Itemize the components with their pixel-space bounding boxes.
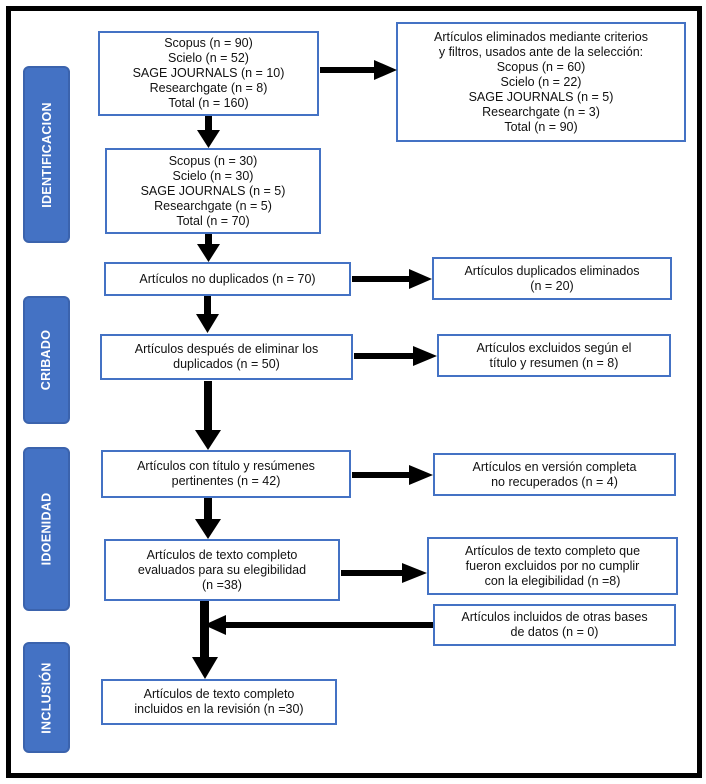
box-line: pertinentes (n = 42) (171, 474, 281, 488)
box-line: Artículos de texto completo (143, 687, 295, 701)
arrow-down (195, 381, 221, 450)
box-line: Scielo (n = 30) (172, 168, 254, 183)
box-line: SAGE JOURNALS (n = 5) (468, 89, 614, 104)
box-line: no recuperados (n = 4) (491, 474, 618, 489)
arrow-down (196, 296, 219, 333)
box-line: (n =38) (202, 577, 242, 592)
arrow-left (204, 615, 433, 635)
box-selected-sources: Scopus (n = 30) Scielo (n = 30) SAGE JOU… (105, 148, 321, 234)
box-line: Artículos de texto completo que (464, 543, 641, 558)
box-excluded-title: Artículos excluidos según el título y re… (437, 334, 671, 377)
box-line: Artículos incluidos de otras bases (461, 610, 648, 624)
box-line: Artículos con título y resúmenes (137, 459, 315, 473)
box-line: con la elegibilidad (n =8) (484, 573, 621, 588)
arrow-right (352, 465, 433, 485)
box-line: Artículos no duplicados (n = 70) (139, 271, 316, 286)
box-line: Scopus (n = 30) (168, 153, 258, 168)
phase-idoenidad: IDOENIDAD (23, 447, 70, 611)
box-line: Total (n = 90) (504, 119, 578, 134)
box-excluded-eligibility: Artículos de texto completo que fueron e… (427, 537, 678, 595)
box-line: título y resumen (n = 8) (489, 355, 619, 370)
arrow-down (197, 116, 220, 148)
box-line: Scielo (n = 22) (500, 74, 582, 89)
box-line: Scopus (n = 60) (496, 59, 586, 74)
box-relevant: Artículos con título y resúmenes pertine… (101, 450, 351, 498)
phase-inclusion: INCLUSIÓN (23, 642, 70, 753)
box-line: Artículos de texto completo (146, 547, 298, 562)
box-line: SAGE JOURNALS (n = 5) (140, 183, 286, 198)
box-line: de datos (n = 0) (510, 625, 599, 639)
box-line: Artículos después de eliminar los (134, 342, 319, 356)
box-line: Total (n = 160) (168, 96, 249, 110)
box-line: Researchgate (n = 5) (154, 198, 272, 213)
box-line: SAGE JOURNALS (n = 10) (132, 66, 285, 80)
arrow-down (192, 601, 218, 679)
arrow-right (341, 563, 427, 583)
box-line: duplicados (n = 50) (173, 357, 280, 371)
box-line: Artículos en versión completa (472, 459, 637, 474)
box-line: Artículos excluidos según el (476, 340, 632, 355)
box-line: Artículos duplicados eliminados (464, 263, 640, 278)
arrow-right (354, 346, 437, 366)
arrow-down (195, 498, 221, 539)
box-line: Researchgate (n = 8) (149, 81, 268, 95)
arrow-right (320, 60, 397, 80)
box-other-sources: Artículos incluidos de otras bases de da… (433, 604, 676, 646)
phase-identificacion: IDENTIFICACION (23, 66, 70, 243)
box-non-duplicates: Artículos no duplicados (n = 70) (104, 262, 351, 296)
box-line: Artículos eliminados mediante criterios (434, 29, 648, 44)
box-included: Artículos de texto completo incluidos en… (101, 679, 337, 725)
box-not-retrieved: Artículos en versión completa no recuper… (433, 453, 676, 496)
box-removed-by-filters: Artículos eliminados mediante criterios … (396, 22, 686, 142)
box-line: Researchgate (n = 3) (482, 104, 600, 119)
box-evaluated: Artículos de texto completo evaluados pa… (104, 539, 340, 601)
box-line: fueron excluidos por no cumplir (465, 558, 640, 573)
phase-cribado: CRIBADO (23, 296, 70, 424)
arrow-right (352, 269, 432, 289)
box-line: y filtros, usados ante de la selección: (438, 44, 644, 59)
box-after-dedup: Artículos después de eliminar los duplic… (100, 334, 353, 380)
box-line: Total (n = 70) (176, 213, 250, 228)
box-line: incluidos en la revisión (n =30) (134, 702, 304, 716)
box-line: Scopus (n = 90) (164, 36, 253, 50)
arrow-down (197, 234, 220, 262)
box-duplicates-removed: Artículos duplicados eliminados (n = 20) (432, 257, 672, 300)
box-line: (n = 20) (530, 278, 574, 293)
box-initial-sources: Scopus (n = 90) Scielo (n = 52) SAGE JOU… (98, 31, 319, 116)
box-line: Scielo (n = 52) (168, 51, 249, 65)
box-line: evaluados para su elegibilidad (137, 562, 307, 577)
